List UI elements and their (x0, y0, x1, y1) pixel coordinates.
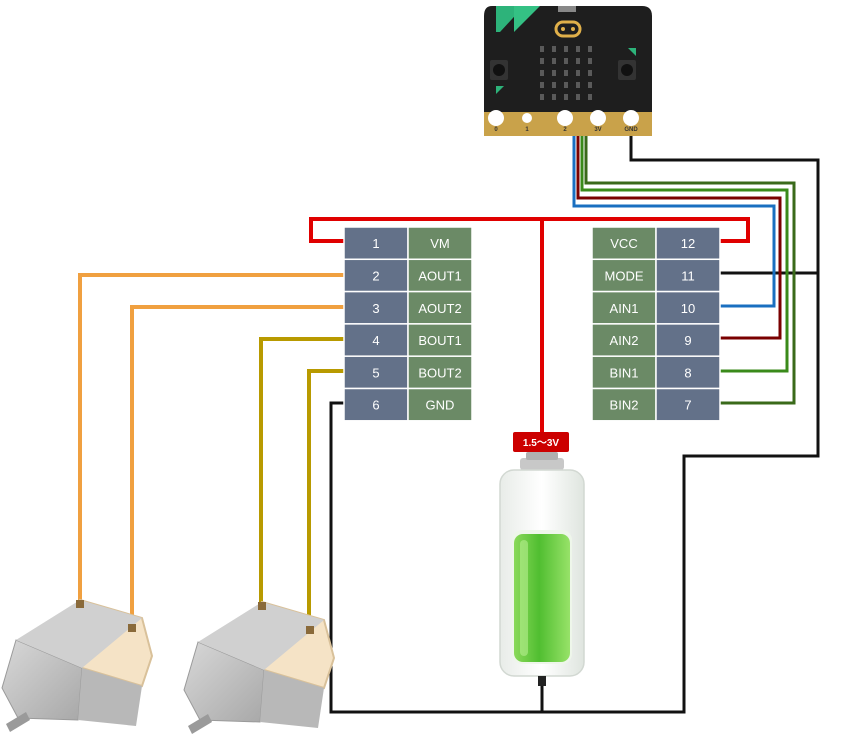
microbit-pin-label: 1 (525, 127, 529, 133)
wire-bout1 (259, 337, 345, 602)
microbit-pin-label: GND (624, 127, 638, 133)
microbit-pin-hole (488, 110, 504, 126)
wire-bin2 (584, 136, 796, 405)
driver-pin-num: 6 (372, 398, 379, 413)
driver-pin-num: 5 (372, 365, 379, 380)
led-matrix (540, 46, 592, 100)
wire-bout2 (307, 369, 345, 630)
led (588, 94, 592, 100)
driver-pin-row: 4 BOUT1 (343, 323, 473, 357)
wire-ain1 (572, 136, 776, 308)
led (576, 94, 580, 100)
driver-pin-row: 3 AOUT2 (343, 290, 473, 325)
driver-pin-row: BIN2 7 (591, 387, 721, 422)
driver-pin-label: BIN2 (610, 398, 639, 413)
wire-bin1 (580, 136, 789, 373)
driver-pin-num: 12 (681, 236, 695, 251)
driver-pin-label: MODE (605, 268, 644, 283)
motor-driver-left-pins: 1 VM 2 AOUT1 3 AOUT2 4 BOUT1 5 BOUT2 6 GND (343, 226, 473, 422)
wire-gnd-loop (542, 136, 820, 714)
led (564, 82, 568, 88)
led (540, 46, 544, 52)
driver-pin-num: 1 (372, 236, 379, 251)
microbit-pin-hole (557, 110, 573, 126)
microbit-pins: 0 1 2 3V GND (488, 110, 639, 133)
led (540, 82, 544, 88)
driver-pin-label: BOUT1 (418, 333, 461, 348)
led (564, 46, 568, 52)
driver-pin-num: 4 (372, 333, 379, 348)
driver-pin-label: BOUT2 (418, 365, 461, 380)
led (576, 46, 580, 52)
battery-voltage-label: 1.5～3V (523, 438, 559, 449)
driver-pin-row: BIN1 8 (591, 355, 721, 390)
led (540, 94, 544, 100)
battery-voltage-badge (513, 432, 569, 452)
wire-aout1 (78, 273, 345, 600)
driver-pin-label: AOUT1 (418, 268, 461, 283)
microbit-pin-hole (590, 110, 606, 126)
driver-pin-row: 6 GND (343, 387, 473, 422)
driver-pin-num: 10 (681, 301, 695, 316)
driver-pin-num: 3 (372, 301, 379, 316)
driver-pin-row: VCC 12 (591, 226, 721, 261)
led (576, 58, 580, 64)
driver-pin-label: VM (430, 236, 450, 251)
wires (78, 136, 820, 714)
driver-pin-label: AIN2 (610, 333, 639, 348)
driver-pin-row: 5 BOUT2 (343, 355, 473, 390)
led (564, 70, 568, 76)
battery: 1.5～3V (499, 432, 585, 686)
driver-pin-row: MODE 11 (591, 258, 721, 293)
driver-pin-num: 9 (684, 333, 691, 348)
driver-pin-row: AIN2 9 (591, 323, 721, 357)
led (588, 70, 592, 76)
microbit-board: 0 1 2 3V GND (484, 6, 652, 136)
motor-a (1, 598, 154, 732)
driver-pin-num: 7 (684, 398, 691, 413)
led (552, 94, 556, 100)
driver-pin-label: AOUT2 (418, 301, 461, 316)
microbit-pin-hole (522, 113, 532, 123)
driver-pin-label: VCC (610, 236, 637, 251)
microbit-pin-label: 3V (594, 127, 601, 133)
led (564, 58, 568, 64)
microbit-pin-label: 2 (563, 127, 567, 133)
driver-pin-row: AIN1 10 (591, 290, 721, 325)
wire-aout2 (130, 305, 345, 628)
driver-pin-row: 1 VM (343, 226, 473, 261)
driver-pin-label: BIN1 (610, 365, 639, 380)
wire-ain2 (576, 136, 782, 340)
driver-pin-num: 11 (681, 268, 695, 283)
led (552, 58, 556, 64)
led (576, 82, 580, 88)
led (588, 58, 592, 64)
led (552, 82, 556, 88)
led (564, 94, 568, 100)
led (576, 70, 580, 76)
driver-pin-label: GND (426, 398, 455, 413)
led (552, 70, 556, 76)
wire-gnd-driver (329, 401, 544, 714)
led (588, 82, 592, 88)
driver-pin-num: 8 (684, 365, 691, 380)
wire-vm-power (309, 217, 750, 243)
driver-pin-label: AIN1 (610, 301, 639, 316)
led (588, 46, 592, 52)
led (540, 58, 544, 64)
driver-pin-row: 2 AOUT1 (343, 258, 473, 293)
led (540, 70, 544, 76)
driver-pin-num: 2 (372, 268, 379, 283)
microbit-pin-label: 0 (494, 127, 498, 133)
microbit-pin-hole (623, 110, 639, 126)
led (552, 46, 556, 52)
motor-b (183, 600, 336, 734)
